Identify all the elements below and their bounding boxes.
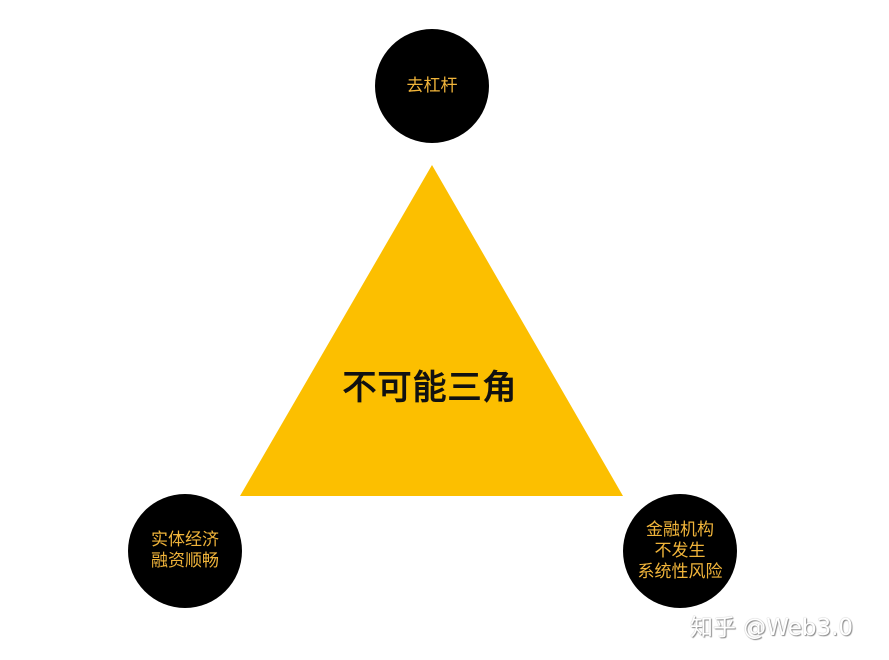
vertex-bottom-left-circle: 实体经济 融资顺畅 xyxy=(128,494,242,608)
vertex-bottom-right-label-2: 不发生 xyxy=(654,540,706,561)
vertex-bottom-right-circle: 金融机构 不发生 系统性风险 xyxy=(623,494,737,608)
watermark: 知乎 @Web3.0 xyxy=(690,615,854,641)
vertex-bottom-left-label-2: 融资顺畅 xyxy=(151,551,219,571)
vertex-top-circle: 去杠杆 xyxy=(375,29,489,143)
diagram-title: 不可能三角 xyxy=(342,368,518,408)
vertex-bottom-right-label-3: 系统性风险 xyxy=(637,561,723,582)
vertex-bottom-left-label-1: 实体经济 xyxy=(151,530,219,550)
vertex-bottom-right-label-1: 金融机构 xyxy=(646,519,714,540)
vertex-top-label: 去杠杆 xyxy=(406,75,458,96)
